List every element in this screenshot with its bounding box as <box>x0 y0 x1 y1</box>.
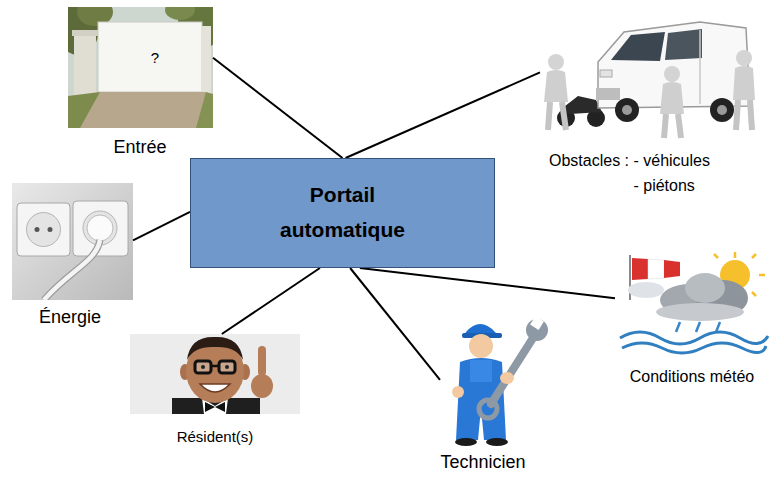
system-box: Portail automatique <box>190 158 495 268</box>
resident-photo <box>130 334 300 414</box>
node-caption: Énergie <box>39 307 101 329</box>
node-caption: Technicien <box>440 452 525 474</box>
connector-line <box>133 212 190 240</box>
technician-node: Technicien <box>440 313 548 443</box>
power-outlet-photo <box>12 183 133 300</box>
van-and-people-picture <box>544 22 755 138</box>
entrance-picture: ?Entrée <box>68 7 213 128</box>
technician-figure <box>452 316 548 446</box>
weather-picture <box>620 252 768 353</box>
node-caption: Entrée <box>113 137 166 159</box>
connector-line <box>360 268 615 298</box>
connector-line <box>346 72 540 158</box>
connector-line <box>350 268 440 380</box>
connector-line <box>213 58 343 158</box>
weather-picture-node: Conditions météo <box>615 250 770 355</box>
resident-picture: Résident(s) <box>130 334 300 414</box>
obstacles-picture: Obstacles : - véhicules - piétons <box>540 10 757 140</box>
connector-line <box>222 268 320 334</box>
question-mark: ? <box>151 49 159 67</box>
node-caption: Obstacles : - véhicules - piétons <box>549 149 713 199</box>
gate-photo <box>68 7 213 128</box>
node-caption: Conditions météo <box>630 367 755 386</box>
node-caption: Résident(s) <box>177 428 254 446</box>
system-title: Portail automatique <box>263 178 423 247</box>
energy-picture: Énergie <box>12 183 133 300</box>
